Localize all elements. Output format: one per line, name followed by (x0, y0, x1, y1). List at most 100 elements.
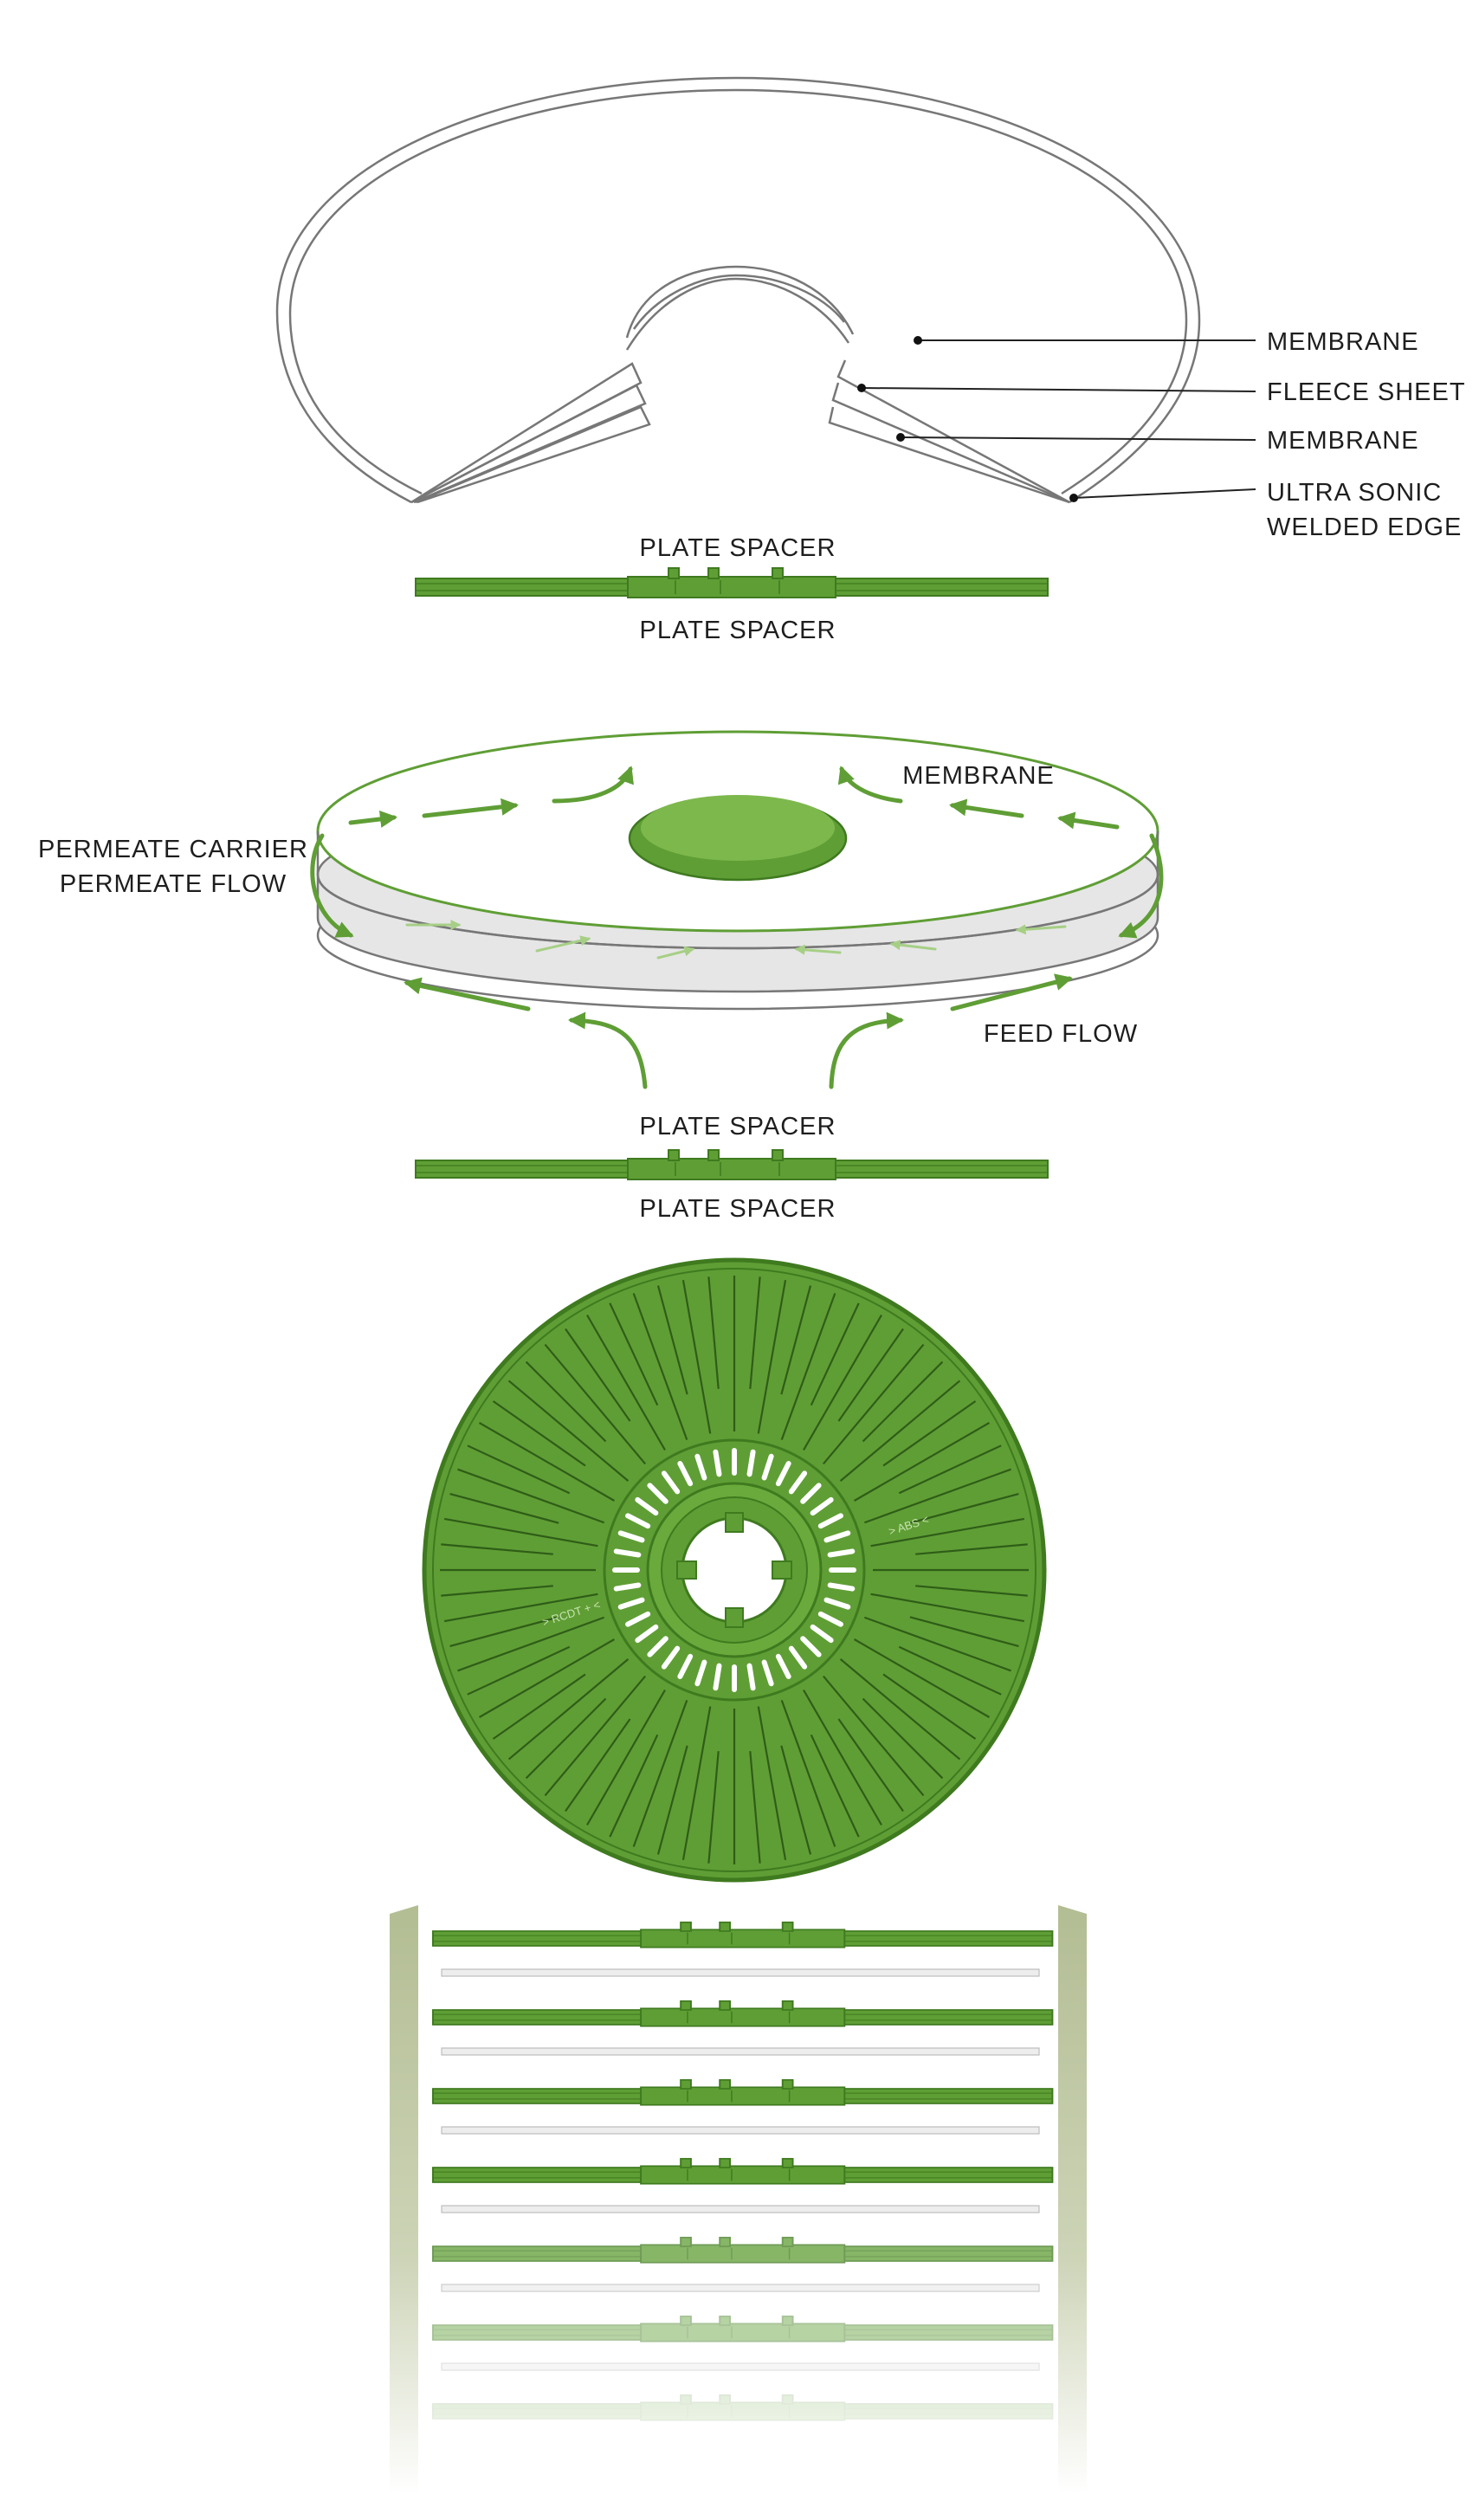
disc-slot (617, 1530, 645, 1543)
disc-slot (788, 1645, 808, 1670)
membrane-cushion-exploded (275, 76, 1201, 504)
stack-membrane-cushion (441, 1968, 1040, 1977)
stack-spacer-plate (432, 2078, 1054, 2106)
stack-post-right (1058, 1905, 1087, 2494)
label-fleece-sheet: FLEECE SHEET (1267, 378, 1466, 406)
disc-slot (635, 1496, 659, 1516)
disc-slot (677, 1461, 694, 1487)
disc-rib (707, 1751, 720, 1864)
disc-slot (661, 1645, 681, 1670)
disc-ribs (440, 1276, 1029, 1864)
disc-rib (443, 1517, 598, 1548)
disc-rib (837, 1328, 904, 1422)
leader-dots (857, 336, 1078, 502)
disc-slot (761, 1659, 774, 1687)
disc-rib (507, 1380, 630, 1482)
disc-slot (800, 1636, 822, 1657)
disc-slot (800, 1483, 822, 1504)
label-permeate-carrier: PERMEATE CARRIER (38, 836, 308, 863)
disc-rib (823, 1675, 925, 1797)
disc-rib (544, 1675, 646, 1797)
disc-rib (467, 1645, 571, 1696)
disc-slot (827, 1582, 856, 1592)
plate-spacer-2 (415, 1149, 1049, 1180)
label-plate-spacer-2a: PLATE SPACER (640, 1113, 836, 1140)
disc-rib (882, 1673, 977, 1740)
spacer-disc-top-view: > ABS < > RCDT + < (422, 1257, 1047, 1883)
disc-rib (854, 1422, 990, 1502)
disc-slot (677, 1653, 694, 1679)
disc-rib (681, 1279, 712, 1434)
disc-rib (863, 1468, 1011, 1524)
disc-slot (775, 1461, 791, 1487)
stack-membrane-cushion (441, 2126, 1040, 2135)
disc-rib (525, 1360, 607, 1443)
disc-rib (810, 1734, 860, 1838)
disc-hub-hole (676, 1512, 792, 1628)
disc-rib (757, 1279, 787, 1434)
stack-membrane-cushion (441, 2047, 1040, 2056)
disc-slot (827, 1548, 856, 1558)
disc-slot (746, 1449, 756, 1477)
disc-rib (467, 1444, 571, 1495)
disc-slot (810, 1624, 834, 1644)
label-plate-spacer-1a: PLATE SPACER (640, 534, 836, 562)
disc-slot (617, 1597, 645, 1610)
disc-rib (525, 1697, 607, 1780)
plate-spacer-1 (415, 567, 1049, 598)
disc-slot (647, 1483, 668, 1504)
disc-rib (915, 1543, 1028, 1555)
disc-rib (492, 1400, 586, 1467)
label-plate-spacer-1b: PLATE SPACER (640, 617, 836, 644)
plate-stack (390, 1905, 1087, 2503)
disc-rib (544, 1343, 646, 1465)
disc-rib (870, 1517, 1025, 1548)
disc-slot (810, 1496, 834, 1516)
disc-rib (632, 1699, 688, 1847)
label-membrane-bottom: MEMBRANE (1267, 427, 1419, 455)
label-welded-edge: WELDED EDGE (1267, 514, 1462, 541)
disc-rib (656, 1285, 688, 1395)
disc-rib (507, 1658, 630, 1761)
disc-rib (898, 1645, 1002, 1696)
disc-rib (565, 1718, 631, 1812)
disc-rib (909, 1616, 1019, 1648)
label-membrane-top: MEMBRANE (1267, 328, 1419, 356)
disc-rib (707, 1276, 720, 1389)
disc-rib (479, 1638, 615, 1718)
disc-rib (565, 1328, 631, 1422)
leader-lines (861, 339, 1256, 499)
disc-rib (915, 1585, 1028, 1597)
disc-rib (909, 1492, 1019, 1524)
disc-slot (625, 1611, 651, 1627)
disc-slot (788, 1470, 808, 1495)
disc-slot (817, 1513, 843, 1529)
disc-rib (839, 1658, 961, 1761)
disc-slot (823, 1530, 851, 1543)
disc-rib (656, 1745, 688, 1855)
disc-slot (713, 1663, 722, 1691)
label-feed-flow: FEED FLOW (984, 1020, 1138, 1048)
label-plate-spacer-2b: PLATE SPACER (640, 1195, 836, 1223)
cushion-flow-disc (316, 730, 1159, 1011)
stack-membrane-cushion (441, 2205, 1040, 2213)
disc-slot (746, 1663, 756, 1691)
disc-slot (613, 1582, 642, 1592)
disc-slot (625, 1513, 651, 1529)
disc-rib (803, 1315, 882, 1451)
disc-rib (803, 1690, 882, 1825)
disc-rib (749, 1276, 761, 1389)
disc-rib (810, 1302, 860, 1406)
disc-rib (457, 1468, 605, 1524)
disc-slot (694, 1659, 707, 1687)
stack-post-left (390, 1905, 418, 2494)
disc-rib (586, 1315, 666, 1451)
disc-slot (661, 1470, 681, 1495)
stack-spacer-plate (432, 1921, 1054, 1948)
disc-rib (441, 1585, 553, 1597)
disc-slot (775, 1653, 791, 1679)
disc-rib (780, 1745, 812, 1855)
disc-rib (757, 1706, 787, 1861)
disc-rib (681, 1706, 712, 1861)
label-membrane-flow: MEMBRANE (902, 762, 1055, 790)
